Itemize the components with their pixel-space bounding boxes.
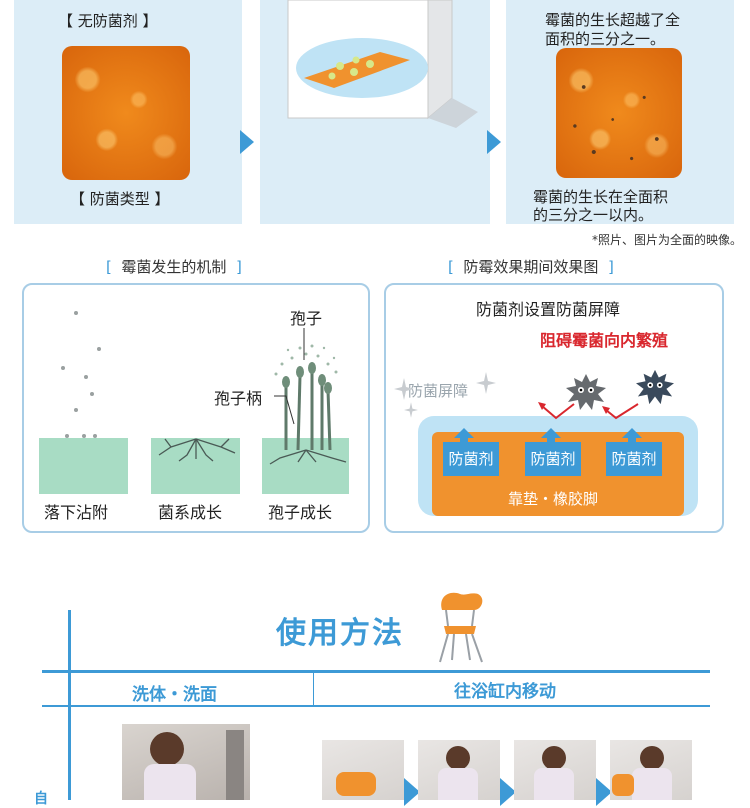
text-mold-over-1: 霉菌的生长超越了全 bbox=[545, 11, 681, 29]
test-box-illustration bbox=[287, 0, 478, 128]
agent-box-3: 防菌剂 bbox=[606, 442, 662, 476]
text-mold-within-1: 霉菌的生长在全面积 bbox=[533, 188, 669, 206]
photo-wall-panel bbox=[226, 730, 244, 800]
label-stage-1: 落下沾附 bbox=[44, 503, 109, 522]
photo-person bbox=[542, 746, 566, 770]
bracket-close-icon: ] bbox=[598, 258, 614, 276]
photo-person-body bbox=[144, 764, 196, 800]
photo-person bbox=[446, 746, 470, 770]
sparkle-icon bbox=[394, 378, 414, 400]
arrow-right-1 bbox=[240, 130, 254, 154]
arrow-step-1 bbox=[404, 778, 420, 806]
usage-col-divider bbox=[313, 670, 314, 706]
effect-subtitle: 防菌剂设置防菌屏障 bbox=[476, 300, 621, 319]
blocked-arrows-icon bbox=[538, 402, 639, 420]
photo-move-1 bbox=[322, 740, 404, 800]
sparkle-icon bbox=[404, 402, 418, 418]
photo-person bbox=[640, 746, 664, 770]
falling-spores-illustration bbox=[61, 311, 101, 438]
ground-stage-1 bbox=[39, 438, 128, 494]
mold-monster-icon bbox=[566, 374, 606, 410]
agent-box-2: 防菌剂 bbox=[525, 442, 581, 476]
bracket-open-icon: [ bbox=[448, 258, 464, 276]
label-stage-2: 菌系成长 bbox=[158, 503, 223, 522]
photo-washing bbox=[122, 724, 250, 800]
spore-growth-illustration bbox=[269, 344, 347, 465]
mold-monster-icon bbox=[636, 369, 674, 405]
label-stalk: 孢子柄 bbox=[214, 389, 263, 408]
label-spore: 孢子 bbox=[290, 309, 323, 328]
label-no-antibac: 【 无防菌剂 】 bbox=[58, 12, 158, 30]
bracket-open-icon: [ bbox=[106, 258, 122, 276]
heading-mechanism: [ 霉菌发生的机制 ] bbox=[106, 258, 242, 276]
photo-person-body bbox=[438, 768, 478, 800]
up-arrow-icons bbox=[454, 428, 642, 444]
usage-col2-header: 往浴缸内移动 bbox=[454, 682, 556, 702]
usage-title: 使用方法 bbox=[276, 616, 404, 651]
photo-move-4 bbox=[610, 740, 692, 800]
photo-chair-orange bbox=[612, 774, 634, 796]
usage-table-top-line bbox=[42, 670, 710, 673]
arrow-right-2 bbox=[487, 130, 501, 154]
text-mold-within-2: 的三分之一以内。 bbox=[533, 206, 654, 224]
swatch-mold bbox=[556, 48, 682, 178]
photo-move-3 bbox=[514, 740, 596, 800]
bracket-close-icon: ] bbox=[226, 258, 242, 276]
photo-person-body bbox=[632, 768, 672, 800]
swatch-antibac bbox=[62, 46, 190, 180]
barrier-label: 防菌屏障 bbox=[408, 382, 469, 400]
usage-col1-header: 洗体・洗面 bbox=[132, 685, 217, 705]
photo-person-body bbox=[534, 768, 574, 800]
arrow-step-2 bbox=[500, 778, 516, 806]
spore-pointer-line bbox=[274, 328, 305, 425]
label-antibac: 【 防菌类型 】 bbox=[70, 190, 170, 208]
photo-move-2 bbox=[418, 740, 500, 800]
hyphae-illustration bbox=[158, 438, 236, 462]
photo-chair-orange bbox=[336, 772, 376, 796]
label-stage-3: 孢子成长 bbox=[268, 503, 333, 522]
ground-stage-3 bbox=[262, 438, 349, 494]
usage-side-char: 自 bbox=[34, 791, 48, 807]
photo-note: *照片、图片为全面的映像。 bbox=[591, 233, 742, 247]
sparkle-icon bbox=[476, 372, 496, 394]
arrow-step-3 bbox=[596, 778, 612, 806]
text-mold-over-2: 面积的三分之一。 bbox=[545, 30, 666, 48]
effect-red-text: 阻碍霉菌向内繁殖 bbox=[540, 331, 669, 350]
cushion-label: 靠垫・橡胶脚 bbox=[508, 490, 599, 508]
photo-person bbox=[150, 732, 184, 766]
usage-table-header-line bbox=[42, 705, 710, 707]
heading-effect: [ 防霉效果期间效果图 ] bbox=[448, 258, 614, 276]
shower-chair-icon bbox=[439, 592, 483, 663]
agent-box-1: 防菌剂 bbox=[443, 442, 499, 476]
